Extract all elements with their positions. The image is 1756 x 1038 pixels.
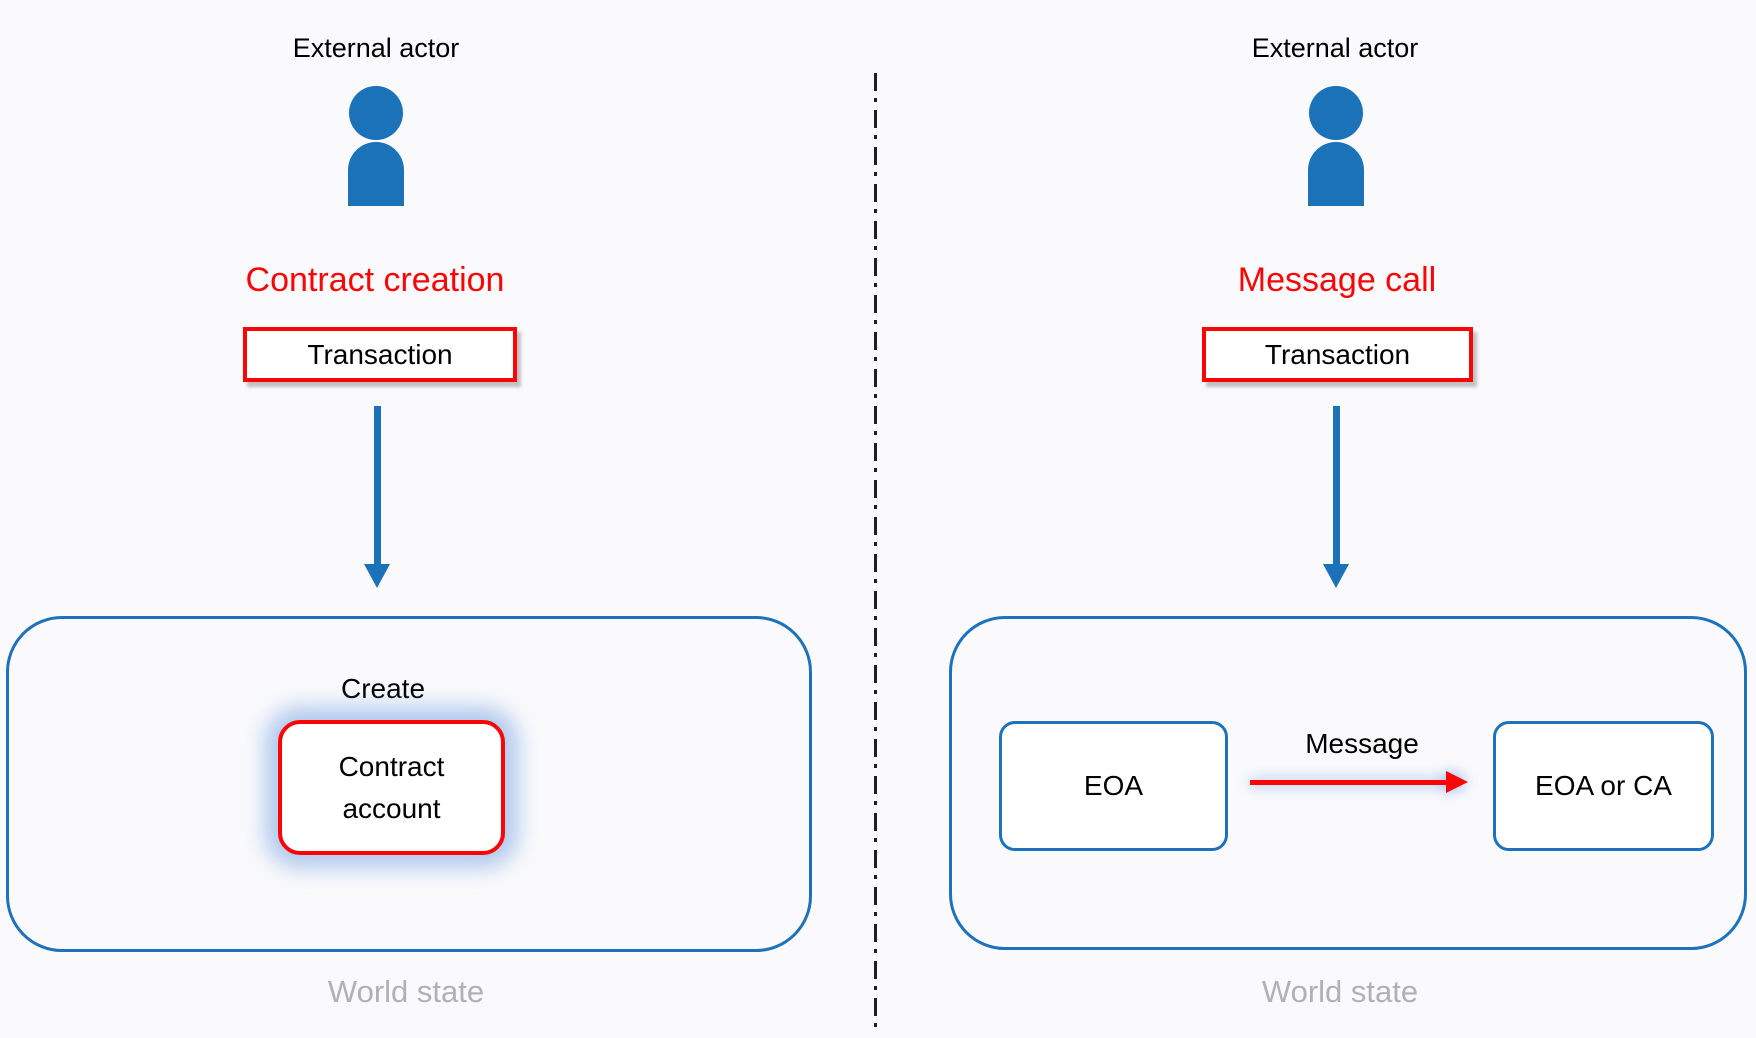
message-arrow-label: Message <box>1305 728 1419 759</box>
world-state-container <box>949 616 1747 950</box>
transaction-box: Transaction <box>243 327 517 382</box>
flow-title-contract-creation: Contract creation <box>245 261 505 299</box>
message-arrow-head <box>1446 771 1468 793</box>
panel-divider-dashdot-line <box>874 73 877 1031</box>
transaction-box: Transaction <box>1202 327 1473 382</box>
contract-account-box: Contract account <box>278 720 505 855</box>
create-caption: Create <box>340 673 426 704</box>
down-arrow-head <box>364 564 390 588</box>
eoa-or-ca-box: EOA or CA <box>1493 721 1714 851</box>
down-arrow-line <box>374 406 381 566</box>
message-arrow-line <box>1250 780 1446 785</box>
down-arrow-head <box>1323 564 1349 588</box>
contract-account-line2: account <box>342 792 441 824</box>
world-state-container <box>6 616 812 952</box>
flow-title-message-call: Message call <box>1237 261 1437 299</box>
person-body-shape <box>348 142 404 206</box>
world-state-label: World state <box>327 974 485 1009</box>
person-head-shape <box>349 86 403 140</box>
person-head-shape <box>1309 86 1363 140</box>
external-actor-label: External actor <box>292 33 460 63</box>
person-body-shape <box>1308 142 1364 206</box>
external-actor-label: External actor <box>1251 33 1419 63</box>
contract-account-line1: Contract <box>338 750 445 782</box>
eoa-box: EOA <box>999 721 1228 851</box>
world-state-label: World state <box>1261 974 1419 1009</box>
down-arrow-line <box>1333 406 1340 566</box>
